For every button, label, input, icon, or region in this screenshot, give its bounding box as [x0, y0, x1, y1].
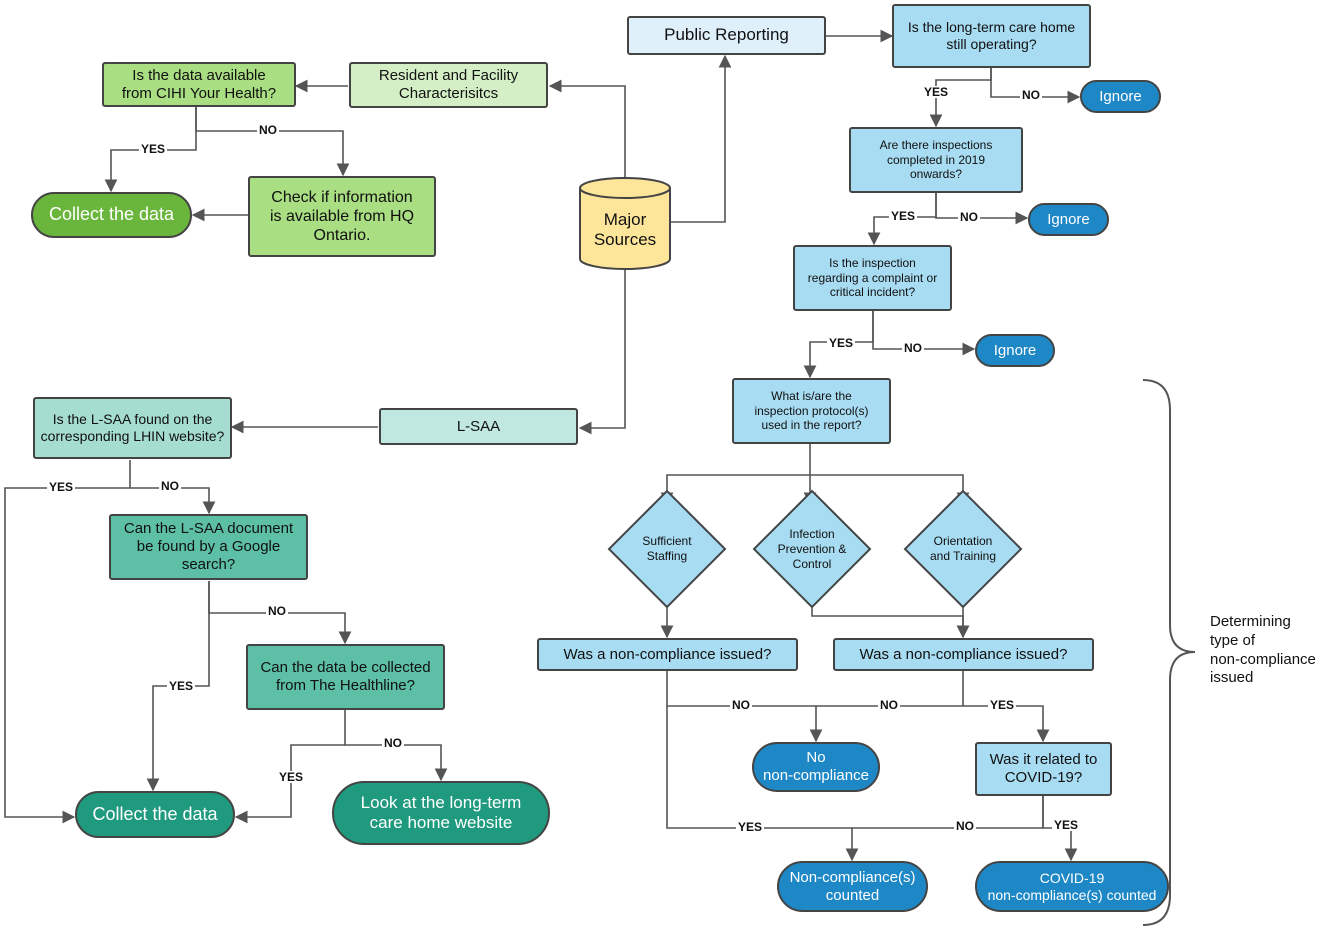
label-yes-q1: YES [735, 820, 765, 834]
label-no-cihi: NO [257, 123, 279, 137]
inspections-2019-question: Are there inspections completed in 2019 … [849, 127, 1023, 193]
public-reporting-box: Public Reporting [627, 16, 826, 55]
no-noncompliance-terminal: No non-compliance [752, 742, 880, 792]
bracket [1142, 379, 1196, 926]
edge-lhin-no [130, 487, 216, 515]
orientation-training-decision: Orientation and Training [899, 489, 1027, 609]
edge-inspections-no [935, 193, 1029, 225]
bracket-annotation: Determining type of non-compliance issue… [1210, 613, 1316, 687]
edge-sources-lsaa [578, 268, 626, 435]
major-sources-label: Major Sources [593, 209, 657, 249]
label-no-q1: NO [730, 698, 752, 712]
major-sources-cylinder [579, 177, 671, 270]
noncompliance-counted-terminal: Non-compliance(s) counted [777, 861, 928, 912]
ignore-terminal-2: Ignore [1028, 203, 1109, 236]
label-yes-q2: YES [987, 698, 1017, 712]
sufficient-staffing-label: Sufficient Staffing [642, 534, 692, 563]
noncompliance-question-2: Was a non-compliance issued? [833, 638, 1094, 671]
label-yes-cihi: YES [138, 142, 168, 156]
label-no-healthline: NO [382, 736, 404, 750]
edge-infection-q2 [811, 594, 970, 639]
infection-prevention-label: Infection Prevention & Control [777, 526, 847, 571]
ltc-website-terminal: Look at the long-term care home website [332, 781, 550, 845]
label-no-google: NO [266, 604, 288, 618]
label-no-operating: NO [1020, 88, 1042, 102]
inspection-complaint-question: Is the inspection regarding a complaint … [793, 245, 952, 311]
collect-data-terminal-2: Collect the data [75, 791, 235, 838]
edge-complaint-no [872, 311, 976, 356]
lsaa-google-question: Can the L-SAA document be found by a Goo… [109, 514, 308, 580]
label-yes-operating: YES [921, 85, 951, 99]
label-yes-lhin: YES [46, 480, 76, 494]
resident-facility-box: Resident and Facility Characterisitcs [349, 62, 548, 108]
lsaa-lhin-question: Is the L-SAA found on the corresponding … [33, 397, 232, 459]
edge-cihi-no [195, 107, 350, 177]
label-no-lhin: NO [159, 479, 181, 493]
healthline-question: Can the data be collected from The Healt… [246, 644, 445, 710]
label-yes-complaint: YES [826, 336, 856, 350]
label-yes-inspections: YES [888, 209, 918, 223]
label-yes-healthline: YES [276, 770, 306, 784]
covid-related-question: Was it related to COVID-19? [975, 742, 1112, 796]
noncompliance-question-1: Was a non-compliance issued? [537, 638, 798, 671]
covid-counted-terminal: COVID-19 non-compliance(s) counted [975, 861, 1169, 912]
cihi-question: Is the data available from CIHI Your Hea… [102, 62, 296, 107]
label-no-complaint: NO [902, 341, 924, 355]
edge-sources-public [670, 54, 732, 223]
ignore-terminal-1: Ignore [1080, 80, 1161, 113]
label-yes-google: YES [166, 679, 196, 693]
label-no-q2: NO [878, 698, 900, 712]
lsaa-box: L-SAA [379, 408, 578, 445]
ignore-terminal-3: Ignore [975, 334, 1055, 367]
collect-data-terminal-1: Collect the data [31, 192, 192, 238]
label-no-inspections: NO [958, 210, 980, 224]
edge-covid-no [852, 796, 1044, 829]
infection-prevention-decision: Infection Prevention & Control [752, 489, 872, 609]
ltc-operating-question: Is the long-term care home still operati… [892, 4, 1091, 68]
edge-protocols-orientation [810, 474, 970, 506]
label-no-covid: NO [954, 819, 976, 833]
inspection-protocols-question: What is/are the inspection protocol(s) u… [732, 378, 891, 444]
orientation-training-label: Orientation and Training [929, 534, 997, 563]
hq-ontario-box: Check if information is available from H… [248, 176, 436, 257]
label-yes-covid: YES [1051, 818, 1081, 832]
edge-protocols-staffing [660, 474, 810, 506]
edge-sources-resident [548, 79, 626, 180]
edge-operating-no [990, 68, 1081, 104]
sufficient-staffing-decision: Sufficient Staffing [607, 489, 727, 609]
edge-lhin-yes [4, 460, 131, 824]
